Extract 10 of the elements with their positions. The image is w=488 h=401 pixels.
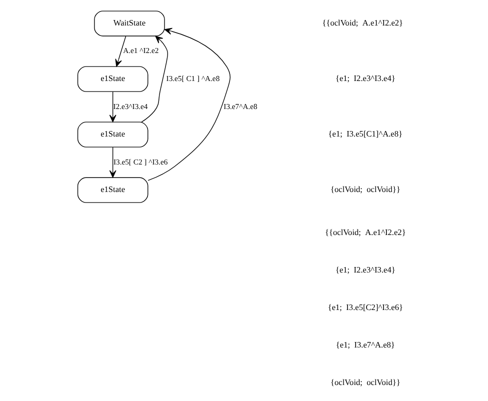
edge-label: A.e1 ^I2.e2 xyxy=(122,46,158,56)
arrow xyxy=(108,91,116,122)
edge-label: I3.e5[ C2 ] ^I3.e6 xyxy=(112,157,168,166)
arrow xyxy=(147,28,230,181)
edge-label: I2.e3^I3.e4 xyxy=(112,102,148,111)
edge-label: I3.e7^A.e8 xyxy=(223,102,257,111)
arrow xyxy=(114,36,126,67)
edge-label: I3.e5[ C1 ] ^A.e8 xyxy=(166,74,220,83)
arrow xyxy=(140,36,168,122)
arrow xyxy=(108,146,116,178)
